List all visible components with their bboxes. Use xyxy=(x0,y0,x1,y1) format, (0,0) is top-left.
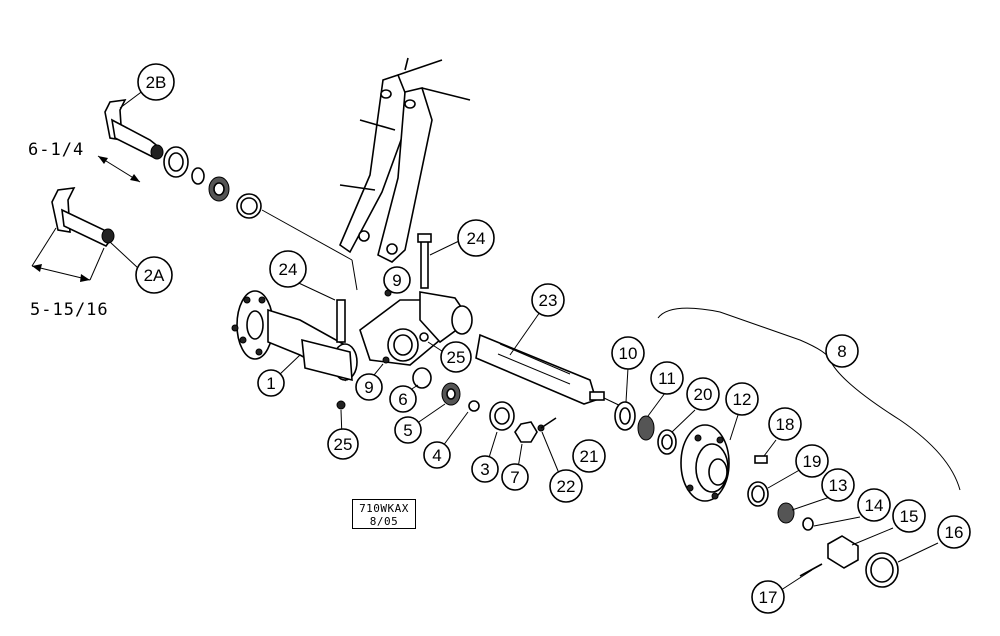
callout-2a: 2A xyxy=(135,256,173,294)
callout-24-left: 24 xyxy=(269,250,307,288)
callout-11: 11 xyxy=(650,361,684,395)
callout-5: 5 xyxy=(394,416,422,444)
drawing-stamp: 710WKAX 8/05 xyxy=(352,499,416,529)
svg-text:24: 24 xyxy=(279,260,298,279)
svg-text:6: 6 xyxy=(398,390,407,409)
callout-14: 14 xyxy=(857,488,891,522)
callout-13: 13 xyxy=(821,468,855,502)
svg-text:3: 3 xyxy=(480,460,489,479)
svg-text:25: 25 xyxy=(334,435,353,454)
callout-20: 20 xyxy=(686,377,720,411)
svg-text:18: 18 xyxy=(776,415,795,434)
callout-9-upper: 9 xyxy=(383,266,411,294)
svg-text:1: 1 xyxy=(266,374,275,393)
mounting-arm xyxy=(339,57,471,263)
spindle-2a xyxy=(31,187,115,282)
callout-8: 8 xyxy=(825,334,859,368)
callout-17: 17 xyxy=(751,580,785,614)
callout-25-right: 25 xyxy=(440,341,472,373)
svg-text:13: 13 xyxy=(829,476,848,495)
svg-text:17: 17 xyxy=(759,588,778,607)
svg-text:10: 10 xyxy=(619,344,638,363)
dimension-labels: 6-1/4 5-15/16 xyxy=(28,140,109,320)
dimension-6-1-4: 6-1/4 xyxy=(28,140,84,160)
svg-text:15: 15 xyxy=(900,507,919,526)
callout-3: 3 xyxy=(471,455,499,483)
svg-text:5: 5 xyxy=(403,421,412,440)
hub-assembly xyxy=(614,401,899,588)
callout-9-lower: 9 xyxy=(355,373,383,401)
svg-text:9: 9 xyxy=(392,271,401,290)
leader-lines xyxy=(109,89,939,595)
svg-text:24: 24 xyxy=(467,229,486,248)
callout-7: 7 xyxy=(501,463,529,491)
callout-1: 1 xyxy=(257,369,285,397)
svg-text:19: 19 xyxy=(803,452,822,471)
dimension-5-15-16: 5-15/16 xyxy=(30,300,109,320)
svg-text:14: 14 xyxy=(865,496,884,515)
callout-4: 4 xyxy=(423,441,451,469)
callout-15: 15 xyxy=(892,499,926,533)
callout-24-upper: 24 xyxy=(457,219,495,257)
callouts: 2B 2A 24 24 9 9 25 25 1 6 5 4 3 7 22 21 … xyxy=(135,63,971,614)
callout-12: 12 xyxy=(725,382,759,416)
svg-text:11: 11 xyxy=(658,369,676,388)
svg-text:7: 7 xyxy=(510,468,519,487)
callout-10: 10 xyxy=(611,336,645,370)
svg-text:2A: 2A xyxy=(144,266,165,285)
callout-18: 18 xyxy=(768,407,802,441)
svg-text:4: 4 xyxy=(432,446,441,465)
callout-2b: 2B xyxy=(137,63,175,101)
shaft-23 xyxy=(475,333,626,409)
callout-19: 19 xyxy=(795,444,829,478)
svg-text:25: 25 xyxy=(447,348,466,367)
callout-23: 23 xyxy=(531,283,565,317)
axle-housing xyxy=(231,290,473,410)
stamp-date: 8/05 xyxy=(369,515,399,528)
stamp-code: 710WKAX xyxy=(359,502,409,515)
callout-25-lower: 25 xyxy=(327,428,359,460)
callout-6: 6 xyxy=(389,385,417,413)
svg-text:22: 22 xyxy=(557,477,576,496)
bearing-stack-upper xyxy=(163,146,358,291)
svg-text:20: 20 xyxy=(694,385,713,404)
bolt-24-upper xyxy=(382,233,432,364)
spindle-2b xyxy=(97,99,164,183)
callout-22: 22 xyxy=(549,469,583,503)
svg-text:9: 9 xyxy=(364,378,373,397)
svg-text:21: 21 xyxy=(580,447,599,466)
svg-text:16: 16 xyxy=(945,523,964,542)
callout-21: 21 xyxy=(572,439,606,473)
small-parts-inner xyxy=(412,367,557,443)
svg-text:12: 12 xyxy=(733,390,752,409)
svg-text:8: 8 xyxy=(837,342,846,361)
callout-16: 16 xyxy=(937,515,971,549)
svg-text:23: 23 xyxy=(539,291,558,310)
svg-text:2B: 2B xyxy=(146,73,167,92)
